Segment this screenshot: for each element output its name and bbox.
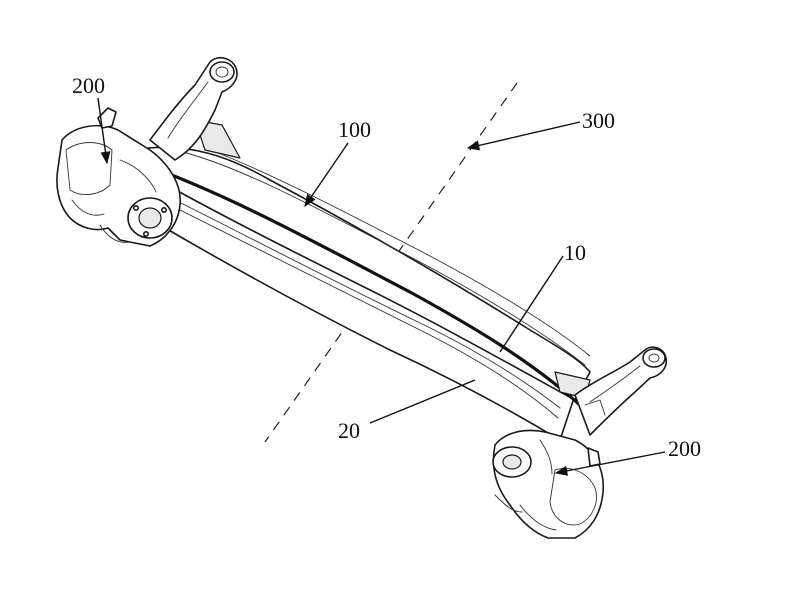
leader-200-left xyxy=(97,97,111,165)
left-hub-bolt-2 xyxy=(161,207,168,214)
right-arm-bushing-bore xyxy=(648,353,660,363)
left-hub-bolt-1 xyxy=(133,205,140,212)
label-torsion-beam: 100 xyxy=(338,117,371,142)
leader-100 xyxy=(304,142,349,208)
left-knuckle-detail-2 xyxy=(71,199,105,216)
label-knuckle-right: 200 xyxy=(668,436,701,461)
left-hub-bore xyxy=(138,207,162,229)
leader-200-right xyxy=(554,451,666,476)
lower-plate-inner-line-2 xyxy=(164,194,561,409)
leader-300 xyxy=(466,121,581,151)
left-knuckle-detail-3 xyxy=(99,224,131,243)
left-knuckle-detail-4 xyxy=(119,159,157,193)
upper-plate-ridge-2 xyxy=(204,147,591,357)
beam-weld-seam xyxy=(138,161,582,407)
label-knuckle-left: 200 xyxy=(72,73,105,98)
left-trailing-arm xyxy=(149,56,238,161)
right-arm-outline xyxy=(574,346,668,436)
upper-plate-outline xyxy=(134,146,591,401)
left-knuckle-assembly xyxy=(56,107,181,247)
right-knuckle-detail-4 xyxy=(539,439,553,475)
left-knuckle-detail-1 xyxy=(65,142,113,196)
right-arm-bushing xyxy=(642,348,666,368)
torsion-beam-body xyxy=(134,119,591,441)
lower-plate-inner-line xyxy=(169,204,559,419)
label-lower-plate: 20 xyxy=(338,418,360,443)
right-knuckle-detail-2 xyxy=(519,504,557,531)
leader-10 xyxy=(499,255,564,353)
left-arm-bushing xyxy=(209,61,235,83)
label-axis: 300 xyxy=(582,108,615,133)
right-hub-bore xyxy=(502,454,522,470)
right-arm-bracket-face xyxy=(584,399,606,416)
right-knuckle-detail-1 xyxy=(549,468,597,526)
right-trailing-arm xyxy=(574,346,668,436)
left-arm-bushing-bore xyxy=(215,66,229,78)
left-gusset xyxy=(194,119,241,159)
label-upper-plate: 10 xyxy=(564,240,586,265)
left-arm-rib xyxy=(167,81,209,139)
right-knuckle-tab xyxy=(587,447,601,467)
upper-plate-ridge xyxy=(174,149,586,366)
right-knuckle-assembly xyxy=(492,429,605,539)
left-arm-outline xyxy=(149,56,238,161)
left-hub-bolt-3 xyxy=(143,231,150,238)
right-arm-rib xyxy=(589,365,641,403)
right-knuckle-detail-3 xyxy=(494,494,523,513)
leader-20 xyxy=(369,379,476,424)
